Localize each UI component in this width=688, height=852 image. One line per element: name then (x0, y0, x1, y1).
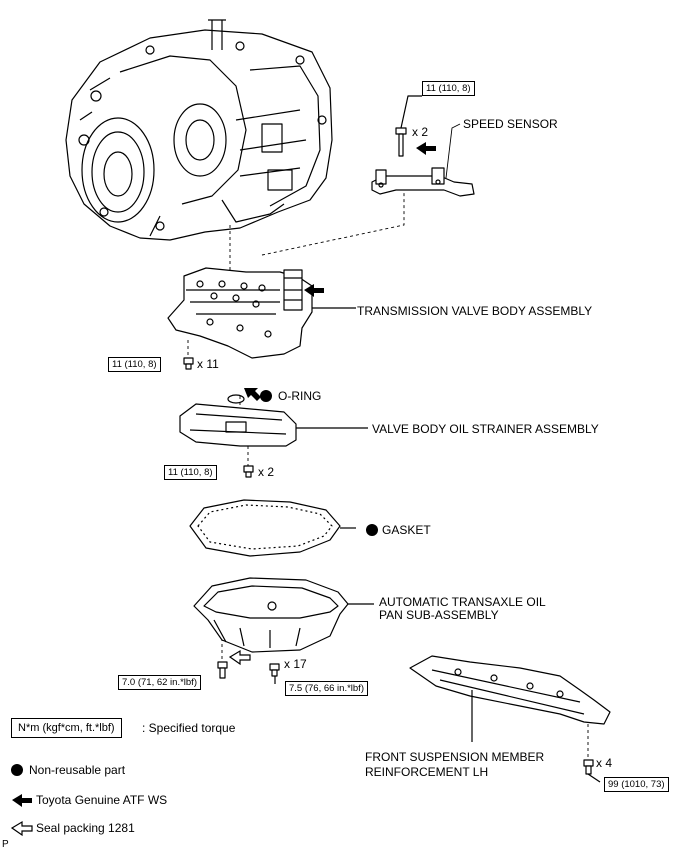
qty-valve-body-bolt: x 11 (197, 357, 219, 371)
label-oil-pan-line1: AUTOMATIC TRANSAXLE OIL (379, 595, 546, 609)
valve-body-drawing (167, 267, 356, 359)
footer-code: P (2, 839, 9, 850)
atf-arrow-icon (12, 794, 32, 807)
non-reusable-dots (11, 390, 378, 776)
legend-torque-unit: N*m (kgf*cm, ft.*lbf) (11, 718, 122, 738)
seal-arrows (10, 649, 251, 837)
atf-arrow-icon (304, 284, 324, 297)
label-reinforcement-line2: REINFORCEMENT LH (365, 765, 489, 779)
bolt-speed-sensor (395, 95, 422, 157)
reinforcement-drawing (409, 655, 611, 742)
legend-atf: Toyota Genuine ATF WS (36, 793, 168, 807)
torque-speed-sensor-bolt: 11 (110, 8) (422, 81, 475, 96)
torque-valve-body-bolt: 11 (110, 8) (108, 357, 161, 372)
oil-pan-drawing (193, 577, 374, 653)
seal-packing-arrow-icon (228, 649, 251, 666)
strainer-drawing (179, 403, 368, 447)
bolt-oil-pan (269, 663, 280, 684)
atf-arrows (12, 142, 436, 807)
torque-drain-plug: 7.0 (71, 62 in.*lbf) (118, 675, 201, 690)
legend-non-reusable: Non-reusable part (29, 763, 126, 777)
legend-torque-desc: : Specified torque (142, 721, 236, 735)
legend-seal: Seal packing 1281 (36, 821, 135, 835)
speed-sensor-drawing (371, 167, 475, 197)
label-speed-sensor: SPEED SENSOR (463, 117, 558, 131)
qty-reinforcement-bolt: x 4 (596, 756, 613, 770)
transaxle-case-drawing (65, 19, 333, 241)
qty-strainer-bolt: x 2 (258, 465, 275, 479)
label-o-ring: O-RING (278, 389, 322, 403)
non-reusable-dot-icon (366, 524, 378, 536)
atf-arrow-icon (244, 388, 261, 401)
qty-oil-pan-bolt: x 17 (284, 657, 307, 671)
torque-reinforcement-bolt: 99 (1010, 73) (604, 777, 669, 792)
label-valve-body: TRANSMISSION VALVE BODY ASSEMBLY (357, 304, 593, 318)
non-reusable-dot-icon (260, 390, 272, 402)
gasket-drawing (189, 499, 356, 557)
non-reusable-dot-icon (11, 764, 23, 776)
qty-speed-sensor-bolt: x 2 (412, 125, 429, 139)
label-oil-pan-line2: PAN SUB-ASSEMBLY (379, 608, 499, 622)
bolt-reinforcement (583, 759, 601, 783)
bolt-valve-body (183, 357, 194, 370)
drain-plug-drawing (217, 661, 228, 679)
label-reinforcement-line1: FRONT SUSPENSION MEMBER (365, 750, 545, 764)
torque-oil-pan-bolt: 7.5 (76, 66 in.*lbf) (285, 681, 368, 696)
o-ring-drawing (227, 394, 245, 404)
torque-strainer-bolt: 11 (110, 8) (164, 465, 217, 480)
bolt-strainer (243, 465, 254, 478)
seal-packing-arrow-icon (10, 820, 33, 837)
atf-arrow-icon (416, 142, 436, 155)
label-gasket: GASKET (382, 523, 431, 537)
label-strainer: VALVE BODY OIL STRAINER ASSEMBLY (372, 422, 599, 436)
